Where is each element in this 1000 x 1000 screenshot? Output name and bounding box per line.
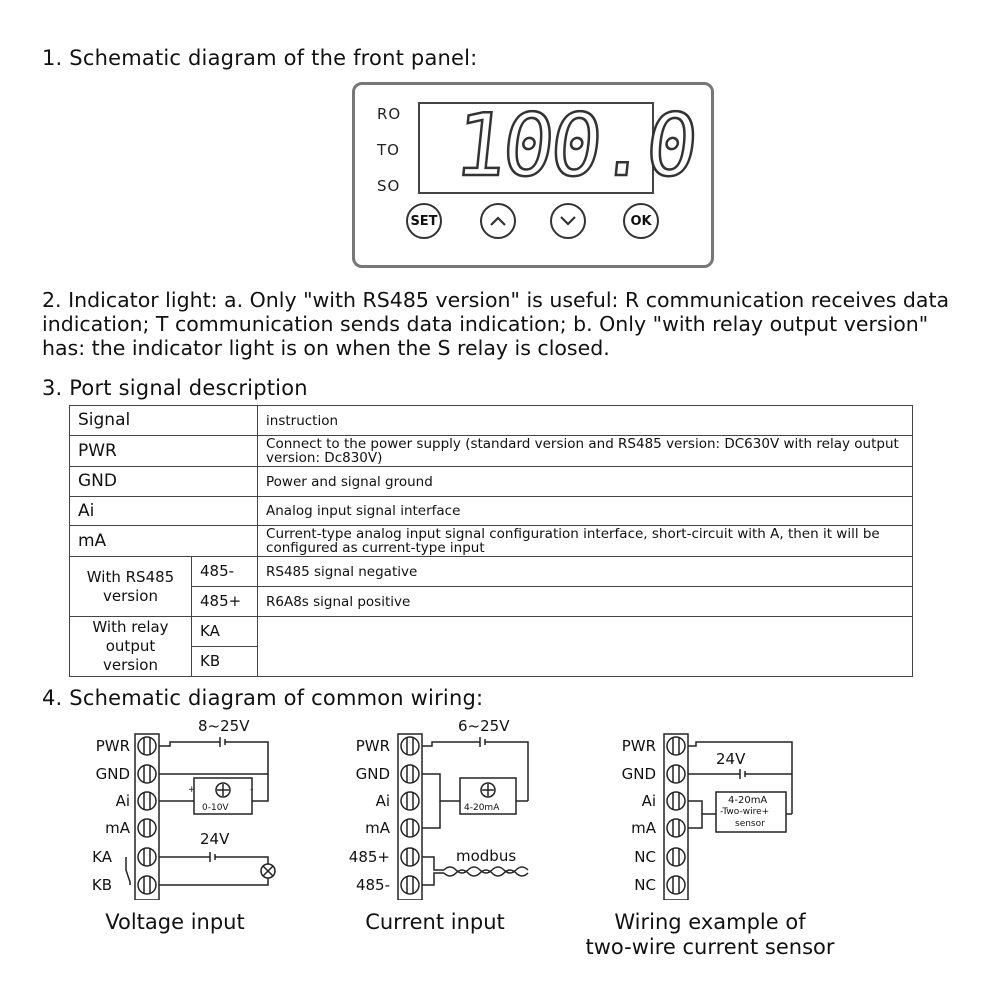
- header-instruction: instruction: [257, 405, 913, 436]
- table-row: With relay output version KA: [69, 616, 913, 677]
- table-row: Ai Analog input signal interface: [68, 496, 913, 526]
- terminal-label: Ai: [641, 792, 656, 810]
- supply-label: 8~25V: [198, 717, 250, 735]
- terminal-block: [397, 733, 423, 900]
- terminal-label: 485-: [355, 876, 390, 894]
- terminal-label: KB: [91, 876, 112, 894]
- section-1-title: 1. Schematic diagram of the front panel:: [42, 46, 478, 70]
- group-relay: With relay output version: [69, 616, 192, 677]
- indicator-ro: RO: [377, 105, 402, 123]
- device-label: 4-20mA: [464, 803, 500, 813]
- terminal-screws: [137, 736, 157, 895]
- terminal-label: GND: [355, 765, 390, 783]
- signal-cell: GND: [68, 466, 259, 497]
- signal-cell: 485-: [190, 556, 259, 587]
- table-row: With RS485 version 485- RS485 signal neg…: [69, 556, 913, 617]
- signal-cell: KB: [190, 646, 259, 677]
- terminal-label: mA: [105, 819, 130, 837]
- table-header-row: Signal instruction: [68, 405, 913, 436]
- current-wiring-svg: [397, 733, 529, 900]
- table-row: 485+ R6A8s signal positive: [70, 586, 913, 617]
- instruction-cell: [257, 616, 913, 677]
- set-button[interactable]: SET: [406, 203, 442, 239]
- indicator-to: TO: [377, 141, 400, 159]
- supply-label: 6~25V: [458, 717, 510, 735]
- caption-line: Wiring example of: [614, 910, 806, 934]
- terminal-label: PWR: [95, 737, 130, 755]
- port-signal-table: Signal instruction PWR Connect to the po…: [68, 405, 913, 677]
- instruction-cell: RS485 signal negative: [257, 556, 913, 587]
- signal-cell: 485+: [190, 586, 259, 617]
- table-row: mA Current-type analog input signal conf…: [68, 525, 913, 557]
- table-row: KB: [70, 646, 913, 677]
- set-button-label: SET: [410, 213, 438, 229]
- device-label: 4-20mA: [728, 795, 768, 806]
- indicator-description: 2. Indicator light: a. Only "with RS485 …: [42, 288, 950, 360]
- plus-label: +: [188, 785, 196, 795]
- terminal-label: PWR: [355, 737, 390, 755]
- terminal-label: GND: [95, 765, 130, 783]
- terminal-label: Ai: [375, 792, 390, 810]
- voltage-wiring-svg: [125, 733, 276, 900]
- supply-label: 24V: [716, 750, 746, 768]
- voltage-caption: Voltage input: [105, 910, 245, 934]
- chevron-up-icon: [490, 216, 506, 226]
- terminal-label: mA: [631, 819, 656, 837]
- terminal-label: KA: [92, 848, 112, 866]
- two-wire-caption: Wiring example of two-wire current senso…: [560, 910, 860, 960]
- signal-cell: Ai: [68, 496, 259, 526]
- signal-cell: KA: [190, 616, 259, 647]
- display-screen: [418, 102, 654, 194]
- device-label: sensor: [735, 819, 765, 829]
- table-row: GND Power and signal ground: [68, 466, 913, 497]
- instruction-cell: Current-type analog input signal configu…: [257, 525, 913, 557]
- section-4-title: 4. Schematic diagram of common wiring:: [42, 686, 484, 710]
- caption-line: two-wire current sensor: [585, 935, 835, 959]
- terminal-block: [134, 733, 160, 900]
- down-button[interactable]: [550, 203, 586, 239]
- instruction-cell: Power and signal ground: [257, 466, 913, 497]
- ok-button[interactable]: OK: [623, 203, 659, 239]
- display-readout: 100.0: [448, 95, 700, 198]
- bus-label: modbus: [456, 847, 517, 865]
- terminal-label: NC: [634, 876, 656, 894]
- terminal-block: [663, 733, 689, 900]
- ok-button-label: OK: [630, 213, 652, 229]
- group-rs485: With RS485 version: [69, 556, 192, 617]
- terminal-screws: [666, 736, 686, 895]
- device-label: -Two-wire+: [720, 807, 770, 817]
- terminal-label: PWR: [621, 737, 656, 755]
- terminal-label: mA: [365, 819, 390, 837]
- current-caption: Current input: [365, 910, 505, 934]
- indicator-so: SO: [377, 177, 401, 195]
- instruction-cell: R6A8s signal positive: [257, 586, 913, 617]
- table-row: PWR Connect to the power supply (standar…: [68, 435, 913, 467]
- terminal-label: GND: [621, 765, 656, 783]
- front-panel: [352, 82, 714, 268]
- instruction-cell: Analog input signal interface: [257, 496, 913, 526]
- two-wire-wiring-svg: [663, 733, 793, 900]
- instruction-cell: Connect to the power supply (standard ve…: [257, 435, 913, 467]
- relay-supply-label: 24V: [200, 830, 230, 848]
- header-signal: Signal: [68, 405, 259, 436]
- up-button[interactable]: [480, 203, 516, 239]
- terminal-label: NC: [634, 848, 656, 866]
- section-3-title: 3. Port signal description: [42, 376, 308, 400]
- terminal-label: Ai: [115, 792, 130, 810]
- signal-cell: mA: [68, 525, 259, 557]
- chevron-down-icon: [560, 216, 576, 226]
- device-label: 0-10V: [202, 803, 229, 813]
- signal-cell: PWR: [68, 435, 259, 467]
- terminal-label: 485+: [348, 848, 390, 866]
- terminal-screws: [400, 736, 420, 895]
